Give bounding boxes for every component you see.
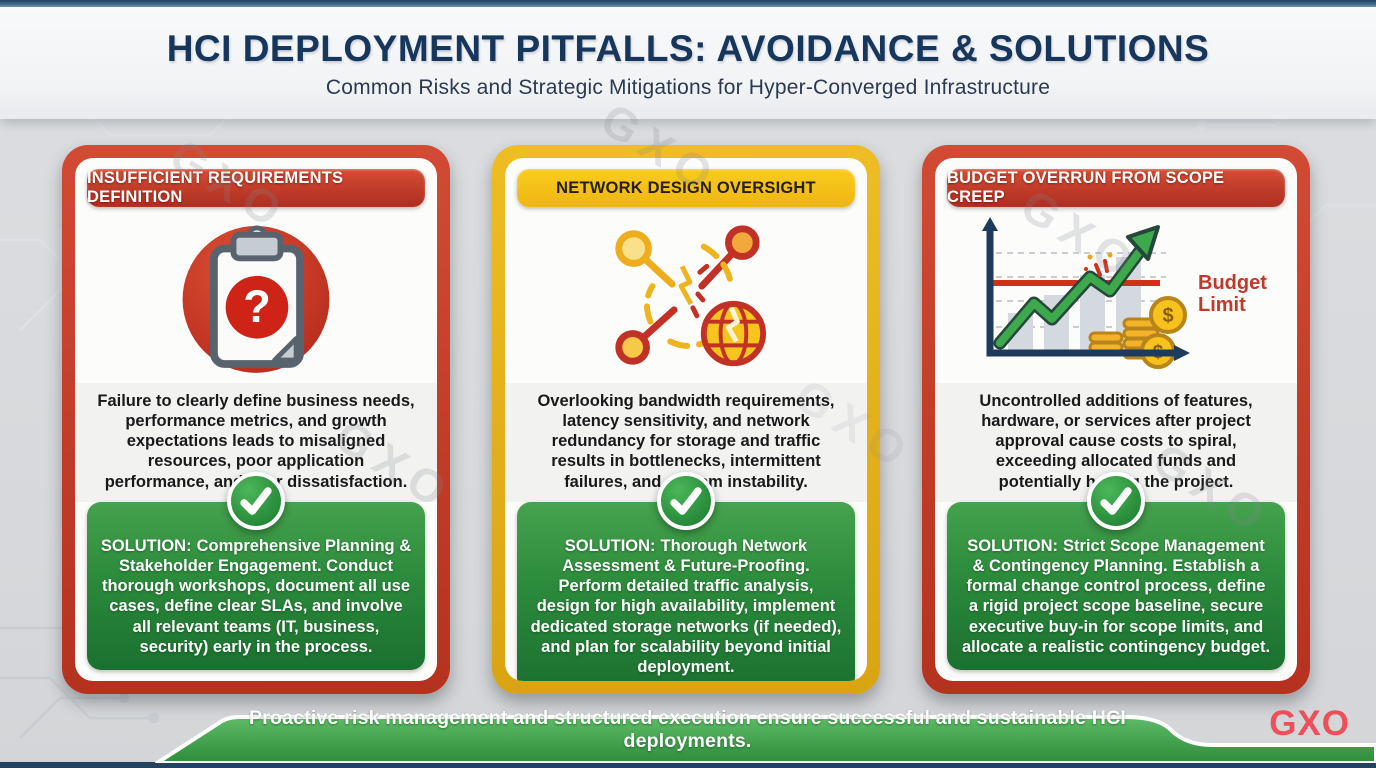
solution-text: Comprehensive Planning & Stakeholder Eng… [101,536,412,657]
card-body: INSUFFICIENT REQUIREMENTS DEFINITION [75,158,437,681]
solution-text: Thorough Network Assessment & Future-Pro… [530,536,842,677]
checkmark-icon [227,471,285,530]
top-accent-bar [0,0,1376,7]
solution-panel: SOLUTION:Comprehensive Planning & Stakeh… [87,471,425,671]
checkmark-icon [1087,471,1145,530]
footer-tagline: Proactive risk management and structured… [249,707,1126,752]
gxo-logo: GXO [1269,704,1350,743]
card-title-insufficient-requirements: INSUFFICIENT REQUIREMENTS DEFINITION [87,169,425,207]
broken-network-icon [615,225,767,367]
card-icon-area: $ $ Budget Limit [945,207,1287,383]
card-title-budget-overrun: BUDGET OVERRUN FROM SCOPE CREEP [947,169,1285,207]
svg-text:$: $ [1162,305,1173,327]
clipboard-question-icon: ? [182,225,330,373]
solution-label: SOLUTION: [564,536,656,555]
card-budget-overrun: BUDGET OVERRUN FROM SCOPE CREEP [922,145,1310,694]
card-body: BUDGET OVERRUN FROM SCOPE CREEP [935,158,1297,681]
solution-label: SOLUTION: [967,536,1059,555]
solution-panel: SOLUTION:Strict Scope Management & Conti… [947,471,1285,671]
checkmark-icon [657,471,715,530]
bottom-accent-bar [0,762,1376,768]
card-body: NETWORK DESIGN OVERSIGHT [505,158,867,681]
page-subtitle: Common Risks and Strategic Mitigations f… [325,76,1051,99]
solution-label: SOLUTION: [100,536,192,555]
card-title-network-design-oversight: NETWORK DESIGN OVERSIGHT [517,169,855,207]
card-insufficient-requirements: INSUFFICIENT REQUIREMENTS DEFINITION [62,145,450,694]
header: HCI DEPLOYMENT PITFALLS: AVOIDANCE & SOL… [0,7,1376,119]
budget-overrun-chart-icon: $ $ [982,217,1190,369]
page-title: HCI DEPLOYMENT PITFALLS: AVOIDANCE & SOL… [166,28,1210,69]
solution-panel: SOLUTION:Thorough Network Assessment & F… [517,471,855,681]
card-network-design-oversight: NETWORK DESIGN OVERSIGHT [492,145,880,694]
solution-text: Strict Scope Management & Contingency Pl… [961,536,1271,657]
svg-text:?: ? [243,281,271,332]
budget-limit-label: Budget Limit [1198,272,1267,316]
card-icon-area: ? [85,207,427,383]
card-icon-area [515,207,857,383]
footer-banner [155,715,1376,763]
